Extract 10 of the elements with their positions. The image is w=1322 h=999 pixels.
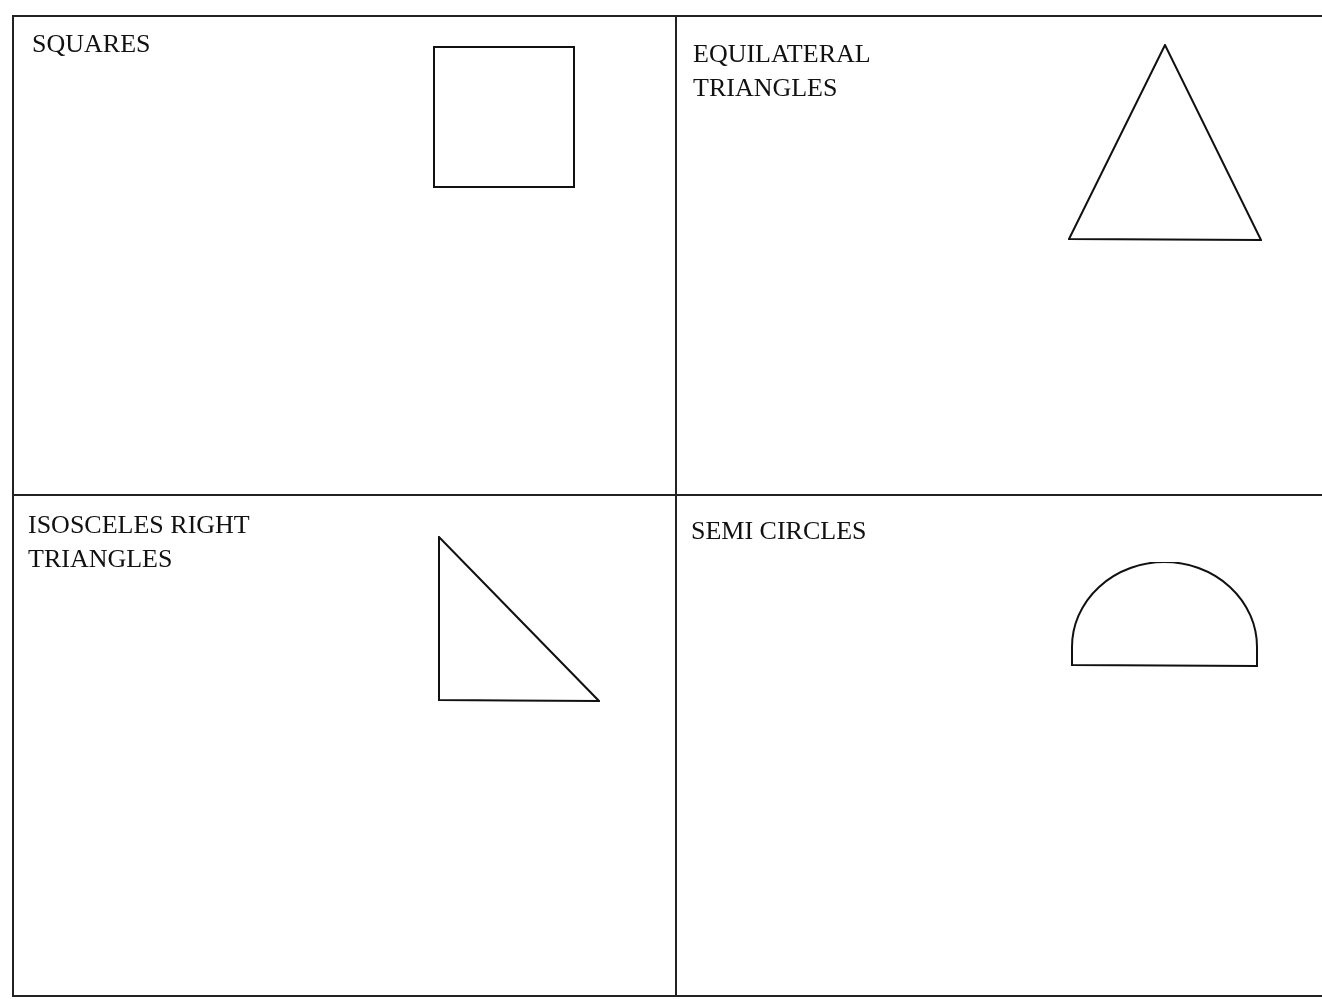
equilateral-triangle-shape	[1068, 44, 1262, 241]
panel	[12, 15, 677, 496]
square-shape	[433, 46, 575, 188]
panel-heading: EQUILATERAL TRIANGLES	[693, 38, 871, 104]
semicircle-shape	[1071, 562, 1258, 667]
panel	[12, 494, 677, 997]
panel-heading: SEMI CIRCLES	[691, 515, 868, 547]
panel-heading: ISOSCELES RIGHT TRIANGLES	[28, 509, 251, 575]
panel-heading: SQUARES	[32, 28, 152, 60]
right-triangle-shape	[438, 536, 600, 702]
